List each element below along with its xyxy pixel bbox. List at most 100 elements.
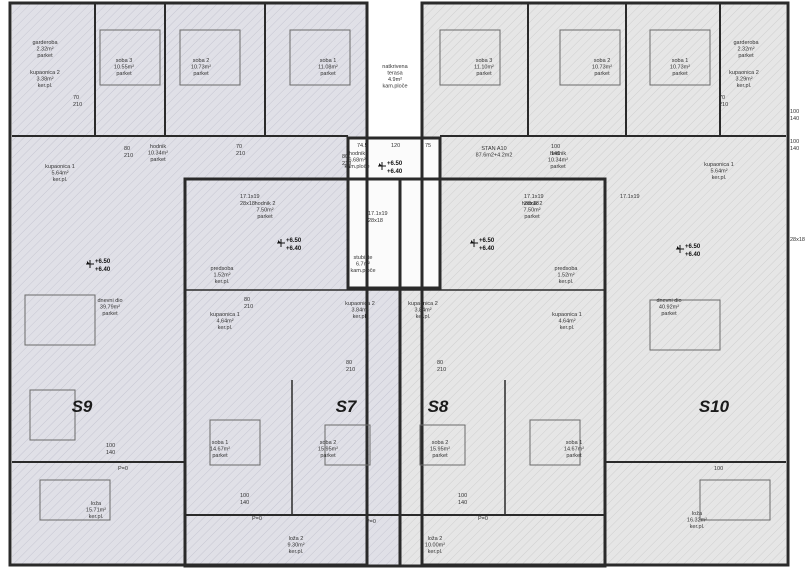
dimension-label: 17.1x19 (524, 194, 544, 200)
room-label-line: parket (594, 71, 610, 77)
furniture-piece (39, 479, 111, 521)
room-label-line: ker.pl. (215, 279, 230, 285)
room-label-line: kupaonica 2 (30, 70, 60, 76)
room-label-line: ker.pl. (89, 514, 104, 520)
room-label-line: 16.32m² (687, 518, 707, 524)
room-label-line: parket (432, 453, 448, 459)
level-triangle (677, 246, 680, 249)
room-label-line: 2.32m² (737, 47, 754, 53)
dimension-label: 28x18 (240, 201, 255, 207)
level-lower: +6.40 (387, 169, 403, 175)
dimension-label: 28x18 (524, 201, 539, 207)
room-label-line: ker.pl. (559, 279, 574, 285)
level-upper: +6.50 (95, 259, 111, 265)
dimension-label: 74.5 (357, 143, 368, 149)
room-label-line: 10.73m² (592, 65, 612, 71)
room-label-line: 3.38m² (36, 77, 53, 83)
room-label-line: parket (150, 157, 166, 163)
room-label-line: 11.08m² (318, 65, 338, 71)
room-label-line: parket (212, 453, 228, 459)
furniture-piece (29, 389, 76, 441)
room-label-line: 1.52m² (557, 273, 574, 279)
room-label-line: soba 2 (432, 440, 449, 446)
level-marker: +6.50+6.40 (277, 238, 302, 252)
room-label-line: predsoba (555, 266, 579, 272)
room-label-line: ker.pl. (218, 325, 233, 331)
dimension-label: 28x18 (368, 218, 383, 224)
room-label-line: 87.6m2+4.2m2 (476, 153, 513, 159)
room-label-line: parket (524, 214, 540, 220)
furniture-piece (324, 424, 371, 466)
room-label-line: ker.pl. (289, 549, 304, 555)
level-lower: +6.40 (286, 246, 302, 252)
room-label-line: ker.pl. (53, 177, 68, 183)
room-label-line: 3.29m² (735, 77, 752, 83)
room-label-line: soba 1 (320, 58, 337, 64)
room-label-line: soba 1 (672, 58, 689, 64)
level-marker: +6.50+6.40 (470, 238, 495, 252)
room-label-line: loža (692, 511, 703, 517)
room-label-line: dnevni dio (97, 298, 122, 304)
room-label-line: ker.pl. (737, 83, 752, 89)
furniture-piece (289, 29, 351, 86)
walls (8, 1, 790, 568)
unit-label: S10 (699, 397, 730, 416)
dimension-label: 140 (106, 450, 115, 456)
room-label-line: parket (102, 311, 118, 317)
unit-s8-wall (398, 177, 607, 568)
room-label-line: 15.71m² (86, 508, 106, 514)
unit-label: S7 (336, 397, 358, 416)
room-label-line: 7.50m² (523, 208, 540, 214)
room-label-line: parket (257, 214, 273, 220)
room-label-line: predsoba (211, 266, 235, 272)
dimension-label: 100 (106, 443, 115, 449)
room-label-line: soba 3 (476, 58, 493, 64)
room-label-line: kupaonica 1 (45, 164, 75, 170)
room-label-line: parket (37, 53, 53, 59)
room-label-line: kam.ploče (350, 268, 375, 274)
room-label-line: ker.pl. (416, 314, 431, 320)
room-label-line: kupaonica 1 (552, 312, 582, 318)
room-label-line: natkrivena (382, 64, 408, 70)
furniture-piece (649, 299, 721, 351)
room-label-line: 15.95m² (318, 447, 338, 453)
room-label-line: 4.64m² (558, 319, 575, 325)
dimension-label: 100 (240, 493, 249, 499)
room-label-line: parket (550, 164, 566, 170)
dimension-label: 210 (124, 153, 133, 159)
room-label-line: 3.84m² (351, 308, 368, 314)
furniture-piece (649, 29, 711, 86)
furniture-piece (439, 29, 501, 86)
dimension-label: 140 (790, 146, 799, 152)
room-label-line: 3.84m² (414, 308, 431, 314)
dimension-label: 210 (719, 102, 728, 108)
room-label-line: garderoba (733, 40, 759, 46)
room-label-line: ker.pl. (353, 314, 368, 320)
dimension-label: P=0 (366, 519, 376, 525)
room-label-line: loža 2 (428, 536, 443, 542)
dimension-label: 100 (714, 466, 723, 472)
level-triangle (379, 163, 382, 166)
